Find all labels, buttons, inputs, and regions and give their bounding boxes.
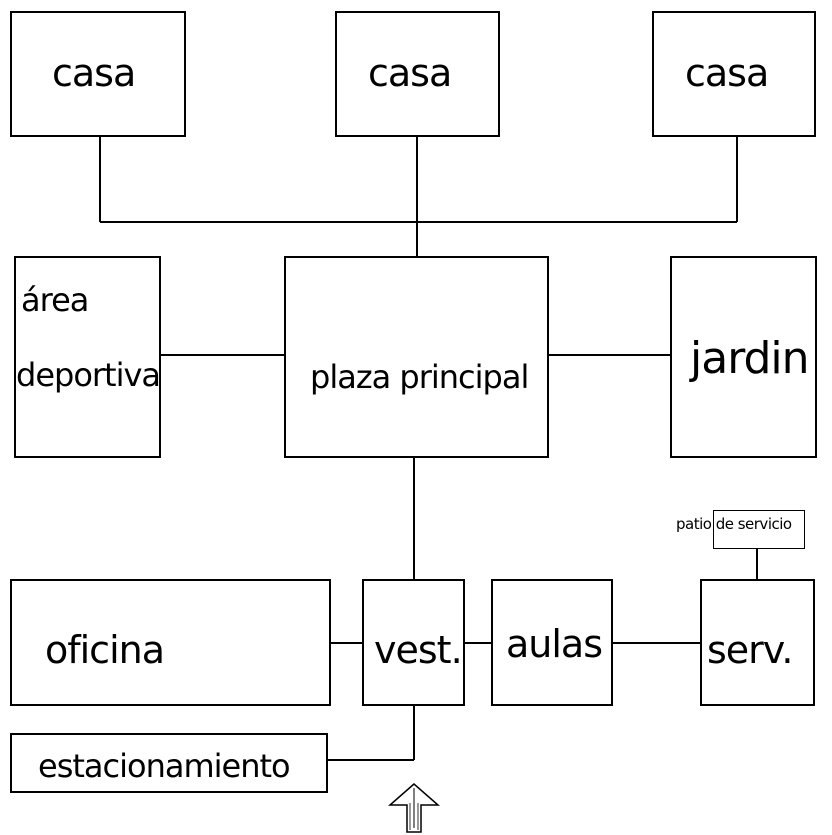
- plaza-principal-box: [284, 256, 549, 458]
- jardin-box: [670, 256, 817, 458]
- casa-left-box: [10, 11, 186, 137]
- vest-label: vest.: [374, 628, 463, 672]
- patio-servicio-label: patio de servicio: [676, 515, 792, 533]
- patio-servicio-box: [713, 510, 805, 549]
- casa-left-label: casa: [52, 51, 136, 95]
- aulas-label: aulas: [506, 622, 603, 666]
- casa-center-box: [335, 11, 500, 137]
- aulas-box: [491, 579, 613, 706]
- up-arrow-icon: [388, 783, 440, 833]
- casa-center-label: casa: [368, 51, 452, 95]
- casa-right-label: casa: [685, 51, 769, 95]
- oficina-label: oficina: [45, 628, 165, 672]
- vest-box: [362, 579, 465, 706]
- estacionamiento-label: estacionamiento: [38, 747, 291, 785]
- casa-right-box: [652, 11, 816, 137]
- area-deportiva-label-line2: deportiva: [16, 356, 161, 394]
- estacionamiento-box: [10, 733, 328, 793]
- plaza-principal-label: plaza principal: [310, 358, 529, 396]
- oficina-box: [10, 579, 331, 706]
- serv-label: serv.: [707, 628, 793, 672]
- area-deportiva-box: [14, 256, 161, 458]
- area-deportiva-label-line1: área: [21, 281, 89, 319]
- jardin-label: jardin: [690, 333, 810, 384]
- serv-box: [700, 579, 815, 706]
